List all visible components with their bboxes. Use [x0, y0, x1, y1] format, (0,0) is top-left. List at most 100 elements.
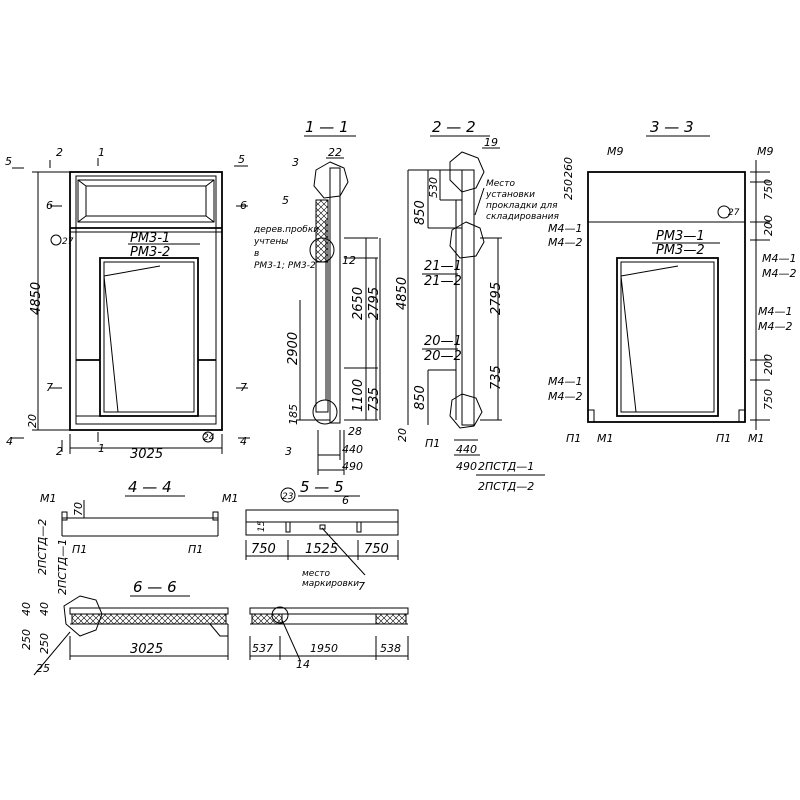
cut-mark: 1: [98, 442, 105, 455]
callout: 6: [342, 494, 349, 507]
callout: 5: [282, 194, 289, 207]
label: М9: [757, 145, 774, 158]
label: 20—2: [424, 349, 462, 364]
cut-mark: 5: [238, 153, 245, 166]
callout: 19: [484, 136, 498, 149]
cut-mark: 7: [46, 381, 53, 394]
dim: 3025: [130, 642, 163, 657]
callout: 3: [292, 156, 299, 169]
dim: 2795: [489, 282, 504, 315]
note: в: [254, 249, 259, 259]
dim: 200: [762, 354, 775, 375]
dim: 530: [427, 177, 440, 198]
dim: 1950: [310, 642, 338, 655]
section-2-2: 2 — 2 19 Место установки прокладки для с…: [395, 118, 559, 493]
dim: 735: [367, 387, 382, 412]
label: 2ПСТД—1: [478, 460, 534, 473]
label: П1: [425, 437, 440, 450]
callout: 23: [282, 492, 294, 502]
label: П1: [716, 432, 731, 445]
callout: 28: [348, 425, 362, 438]
note: дерев.пробки: [253, 225, 319, 235]
section-title: 5 — 5: [300, 478, 344, 496]
label-rm3-1: РМ3—1: [656, 229, 705, 244]
label: М1: [597, 432, 614, 445]
section-title: 2 — 2: [432, 118, 476, 136]
label: 20—1: [424, 334, 462, 349]
dim: 750: [762, 389, 775, 410]
dim: 260: [562, 157, 575, 178]
dim: 4850: [395, 277, 410, 310]
dim: 20: [396, 428, 409, 442]
label: 2ПСТД—1: [56, 539, 69, 595]
section-5-5: 5 — 5 23 6 15 750 1525 750 место маркиро…: [245, 478, 399, 593]
label-rm3-2: РМ3—2: [656, 243, 705, 258]
note: прокладки для: [486, 201, 558, 211]
note: маркировки: [302, 579, 359, 589]
dim: 2650: [351, 287, 366, 320]
callout: 24: [203, 433, 215, 443]
cut-mark: 4: [240, 435, 247, 448]
dim: 200: [762, 215, 775, 236]
dim: 850: [413, 200, 428, 225]
label: М4—2: [548, 390, 583, 403]
dim: 40: [38, 602, 51, 616]
dim: 490: [456, 460, 477, 473]
label: П1: [188, 543, 203, 556]
label: М4—2: [758, 320, 793, 333]
label: М4—1: [548, 375, 583, 388]
note: место: [302, 569, 331, 579]
label: М1: [40, 492, 57, 505]
note: установки: [485, 190, 535, 200]
label: 2ПСТД—2: [36, 519, 49, 575]
label-rm3-1: РМ3-1: [130, 231, 170, 246]
dim: 440: [342, 443, 363, 456]
label: М4—2: [762, 267, 797, 280]
cut-mark: 2: [56, 445, 63, 458]
dim: 185: [287, 404, 300, 425]
dim: 750: [364, 542, 389, 557]
note: Место: [486, 179, 515, 189]
label: 2ПСТД—2: [478, 480, 534, 493]
callout: 25: [36, 662, 50, 675]
dim: 735: [489, 365, 504, 390]
section-6-6: 6 — 6 250 40 250 40 3025 25 537 1950 538…: [20, 578, 409, 676]
callout: 27: [62, 237, 74, 247]
label: П1: [566, 432, 581, 445]
cut-mark: 6: [46, 199, 53, 212]
dim: 2795: [367, 287, 382, 320]
callout: 27: [728, 208, 740, 218]
dim: 1100: [351, 379, 366, 412]
section-4-4: 4 — 4 М1 М1 70 П1 П1 2ПСТД—2 2ПСТД—1: [36, 478, 239, 595]
dim: 750: [251, 542, 276, 557]
dim: 850: [413, 385, 428, 410]
note: складирования: [486, 212, 559, 222]
label-rm3-2: РМ3-2: [130, 245, 170, 260]
dim: 750: [762, 179, 775, 200]
dim: 15: [257, 520, 267, 532]
cut-mark: 5: [5, 155, 12, 168]
label: М4—1: [548, 222, 583, 235]
callout: 12: [342, 254, 356, 267]
section-1-1: 1 — 1 22 3 3 5 12 28 дерев.пробки учтены…: [253, 118, 382, 475]
callout: 7: [358, 580, 365, 593]
dim: 2900: [286, 332, 301, 365]
label: 21—2: [424, 274, 462, 289]
callout: 14: [296, 658, 310, 671]
cut-mark: 4: [6, 435, 13, 448]
label: М4—1: [758, 305, 793, 318]
dim: 440: [456, 443, 477, 456]
dim: 250: [20, 629, 33, 650]
dim: 250: [562, 179, 575, 200]
label: М1: [748, 432, 765, 445]
dim: 40: [20, 602, 33, 616]
label: П1: [72, 543, 87, 556]
dim-width: 3025: [130, 447, 163, 462]
cut-mark: 6: [240, 199, 247, 212]
section-title: 6 — 6: [133, 578, 177, 596]
label: М4—2: [548, 236, 583, 249]
label: 21—1: [424, 259, 462, 274]
label: М9: [607, 145, 624, 158]
